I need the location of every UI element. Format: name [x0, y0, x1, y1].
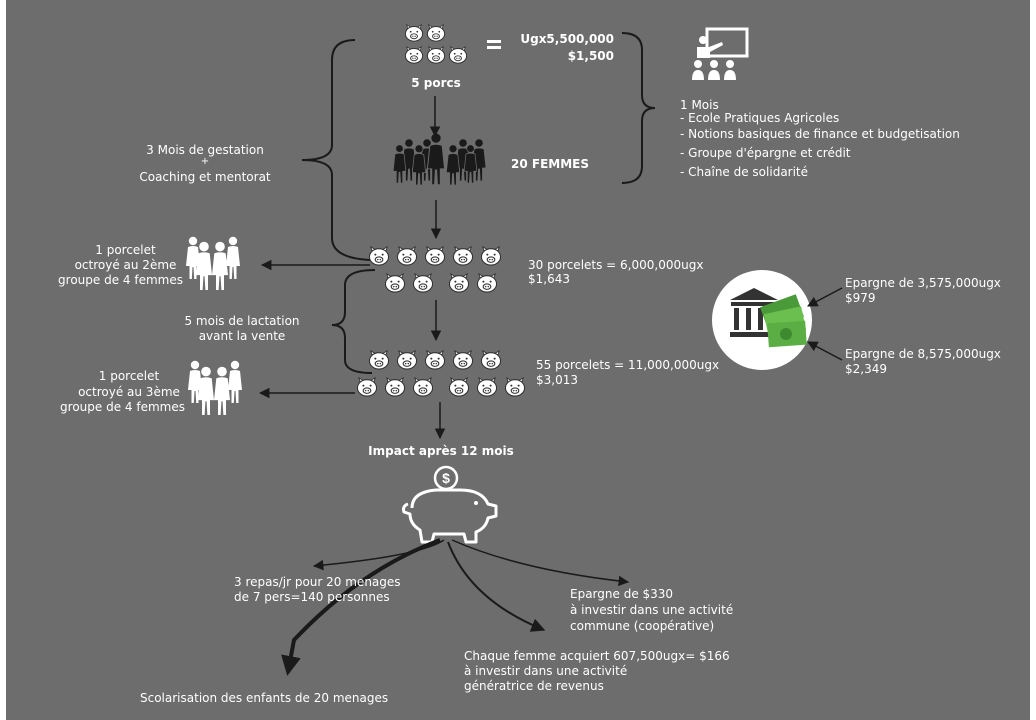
group-of-women-icon	[393, 132, 486, 186]
arrow-to-bank-2	[807, 341, 843, 361]
gift1-line1: 1 porcelet	[95, 243, 156, 257]
impact-income-line1: Chaque femme acquiert 607,500ugx= $166	[464, 649, 730, 663]
gestation-plus: +	[200, 156, 210, 167]
gift2-line2: octroyé au 3ème	[78, 385, 180, 399]
impact-coop-line2: à investir dans une activité	[570, 603, 734, 617]
gestation-line2: Coaching et mentorat	[139, 170, 271, 184]
impact-income-line2: à investir dans une activité	[464, 664, 628, 678]
arrow-to-meals	[312, 539, 445, 571]
stage2-pigs-icon	[356, 350, 526, 397]
impact-schooling: Scolarisation des enfants de 20 menages	[140, 691, 389, 705]
training-duration: 1 Mois	[680, 98, 719, 112]
top-pigs-icon	[404, 24, 468, 64]
impact-income-line3: génératrice de revenus	[464, 679, 604, 693]
right-brace-training	[621, 32, 656, 184]
stage2-value: 55 porcelets = 11,000,000ugx	[536, 358, 720, 372]
gift2-line1: 1 porcelet	[98, 369, 160, 383]
impact-title: Impact après 12 mois	[368, 444, 514, 458]
bank-with-cash-icon	[712, 270, 812, 370]
top-price-ugx: Ugx5,500,000	[520, 32, 614, 46]
teacher-presentation-icon	[692, 27, 749, 80]
gift1-line2: octroyé au 2ème	[74, 258, 177, 272]
stage1-value: 30 porcelets = 6,000,000ugx	[528, 258, 704, 272]
left-brace-gestation	[301, 39, 371, 261]
training-item: - Groupe d'épargne et crédit	[680, 146, 851, 160]
gift2-line3: groupe de 4 femmes	[60, 400, 185, 414]
stage1-pigs-icon	[368, 246, 502, 293]
impact-meals-line1: 3 repas/jr pour 20 menages	[234, 575, 401, 589]
equals-sign	[487, 40, 501, 43]
impact-coop-line3: commune (coopérative)	[570, 619, 715, 633]
savings-first-ugx: Epargne de 3,575,000ugx	[845, 276, 1001, 290]
stage2-usd: $3,013	[536, 373, 578, 387]
gift2-four-women-icon	[188, 360, 242, 415]
stage1-usd: $1,643	[528, 272, 570, 286]
training-item: - Notions basiques de finance et budgeti…	[680, 127, 960, 141]
savings-first-usd: $979	[845, 291, 876, 305]
impact-coop-line1: Epargne de $330	[570, 587, 674, 601]
infographic-background	[6, 0, 1030, 720]
arrow-to-schooling	[281, 538, 441, 676]
savings-second-usd: $2,349	[845, 362, 887, 376]
top-pigs-label: 5 porcs	[411, 76, 461, 90]
arrow-to-coop	[451, 539, 630, 587]
training-item: - Chaîne de solidarité	[680, 165, 809, 179]
piggy-bank-icon: $	[402, 465, 498, 544]
women-label: 20 FEMMES	[511, 157, 589, 171]
arrow-to-bank-1	[807, 287, 843, 307]
training-item: - Ecole Pratiques Agricoles	[680, 111, 840, 125]
top-price-usd: $1,500	[567, 49, 614, 63]
equals-sign-bottom	[487, 46, 501, 49]
lactation-line2: avant la vente	[198, 329, 286, 343]
gift1-line3: groupe de 4 femmes	[58, 273, 183, 287]
savings-second-ugx: Epargne de 8,575,000ugx	[845, 347, 1001, 361]
left-brace-lactation	[331, 269, 376, 374]
gestation-line1: 3 Mois de gestation	[146, 143, 264, 157]
svg-text:$: $	[442, 470, 450, 486]
gift1-four-women-icon	[186, 236, 240, 290]
lactation-line1: 5 mois de lactation	[184, 314, 300, 328]
arrow-to-income	[447, 541, 546, 632]
impact-meals-line2: de 7 pers=140 personnes	[234, 590, 390, 604]
